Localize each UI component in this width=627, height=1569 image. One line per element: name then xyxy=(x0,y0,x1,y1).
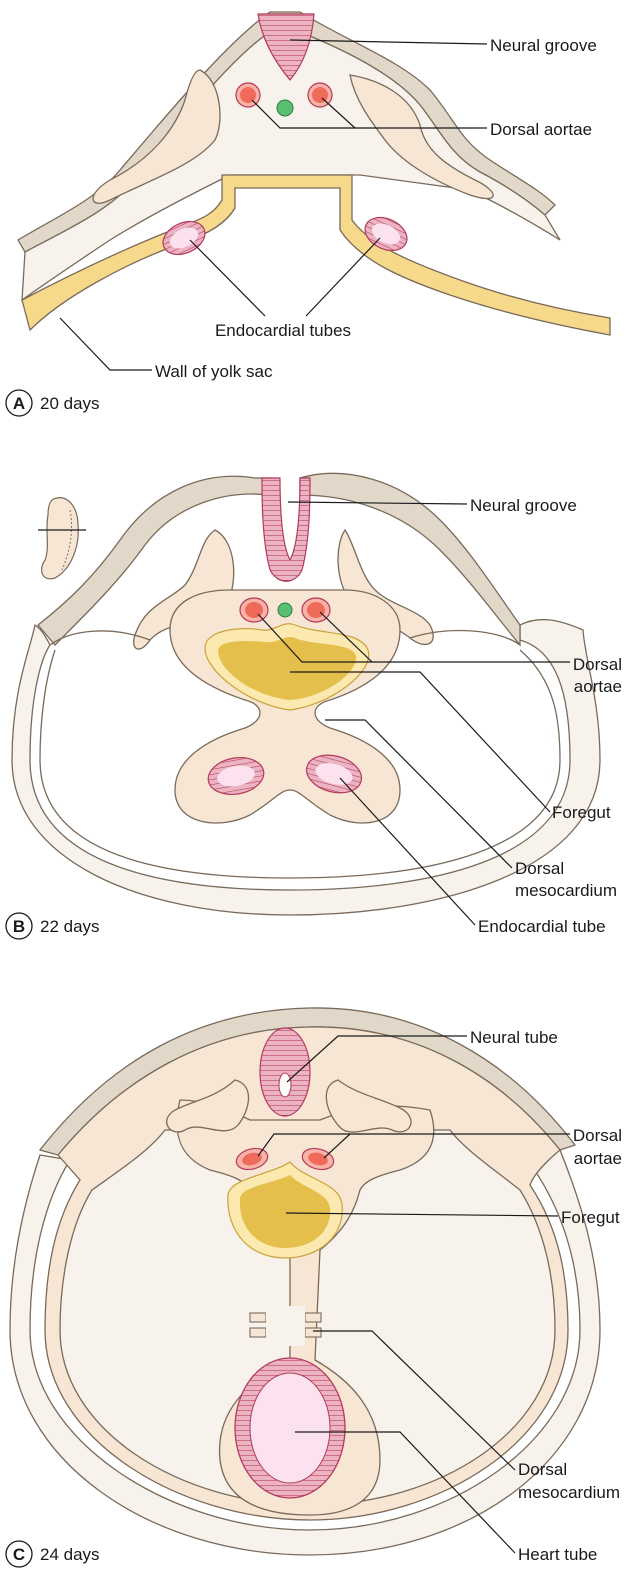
panel-b-label-foregut: Foregut xyxy=(552,803,611,822)
panel-a-label-dorsal-aortae: Dorsal aortae xyxy=(490,120,592,139)
panel-b-label-dorsal-mesocardium-2: mesocardium xyxy=(515,881,617,900)
panel-b-aorta-right-lumen xyxy=(307,602,325,618)
panel-c-label-dorsal-aortae-2: aortae xyxy=(574,1149,622,1168)
panel-b-neural-groove xyxy=(262,478,310,581)
panel-a: Neural groove Dorsal aortae Endocardial … xyxy=(6,12,610,416)
panel-a-notochord xyxy=(277,100,293,116)
panel-a-caption: 20 days xyxy=(40,394,100,413)
panel-b-aorta-left-lumen xyxy=(245,602,263,618)
panel-c-label-foregut: Foregut xyxy=(561,1208,620,1227)
panel-a-leader-tube-right xyxy=(306,238,380,316)
panel-a-label-neural-groove: Neural groove xyxy=(490,36,597,55)
panel-b-label-dorsal-mesocardium-1: Dorsal xyxy=(515,859,564,878)
panel-c-mesocardium-left-1 xyxy=(250,1313,266,1322)
panel-c-mesocardium-right-2 xyxy=(305,1328,321,1337)
panel-a-leader-yolk-sac xyxy=(60,318,152,370)
panel-c-heart-tube-lumen xyxy=(250,1373,330,1483)
panel-c-mesocardium-gap xyxy=(266,1306,305,1346)
panel-c-neural-tube xyxy=(260,1028,310,1116)
panel-b-label-endocardial-tube: Endocardial tube xyxy=(478,917,606,936)
panel-b-embryo-thumbnail xyxy=(42,498,79,579)
panel-a-aorta-left-lumen xyxy=(240,87,256,103)
panel-c-label-dorsal-aortae-1: Dorsal xyxy=(573,1126,622,1145)
panel-c-mesocardium-left-2 xyxy=(250,1328,266,1337)
panel-b-label-neural-groove: Neural groove xyxy=(470,496,577,515)
panel-c: Neural tube Dorsal aortae Foregut Dorsal… xyxy=(6,1008,622,1567)
panel-c-label-dorsal-mesocardium-2: mesocardium xyxy=(518,1483,620,1502)
panel-b-label-dorsal-aortae-2: aortae xyxy=(574,677,622,696)
panel-c-label-dorsal-mesocardium-1: Dorsal xyxy=(518,1460,567,1479)
panel-c-caption: 24 days xyxy=(40,1545,100,1564)
panel-b-notochord xyxy=(278,603,292,617)
panel-c-mesocardium-right-1 xyxy=(305,1313,321,1322)
panel-b-caption: 22 days xyxy=(40,917,100,936)
panel-c-label-neural-tube: Neural tube xyxy=(470,1028,558,1047)
panel-a-label-wall-of-yolk-sac: Wall of yolk sac xyxy=(155,362,273,381)
panel-c-letter: C xyxy=(13,1545,25,1564)
panel-b-letter: B xyxy=(13,917,25,936)
panel-a-letter: A xyxy=(13,394,25,413)
panel-c-label-heart-tube: Heart tube xyxy=(518,1545,597,1564)
panel-b: Neural groove Dorsal aortae Foregut Dors… xyxy=(6,473,622,939)
panel-a-leader-tube-left xyxy=(190,240,265,316)
panel-a-label-endocardial-tubes: Endocardial tubes xyxy=(215,321,351,340)
panel-c-neural-tube-lumen xyxy=(279,1073,291,1097)
panel-b-label-dorsal-aortae-1: Dorsal xyxy=(573,655,622,674)
